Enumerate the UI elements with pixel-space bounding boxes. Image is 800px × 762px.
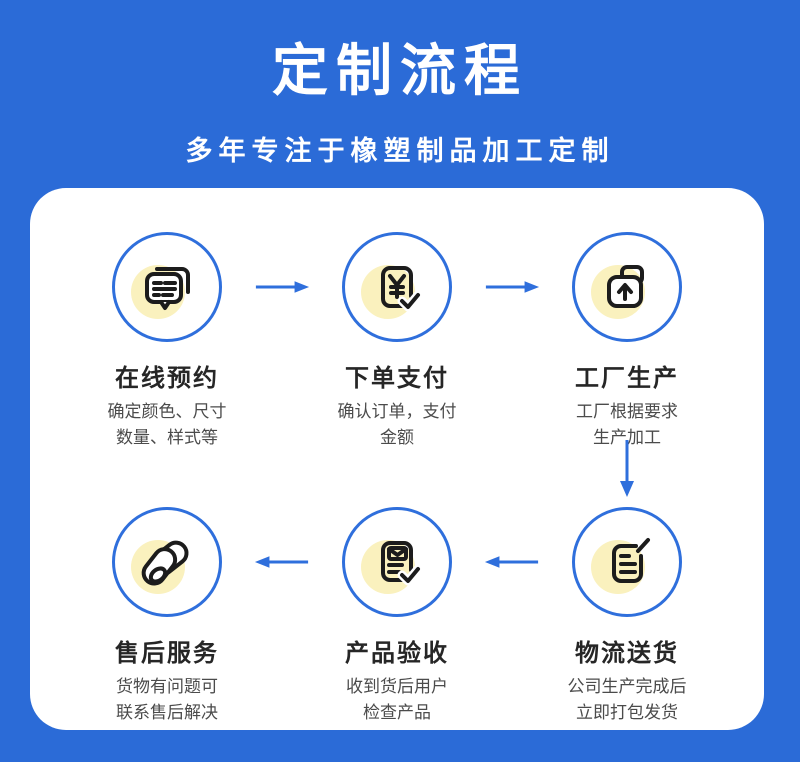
- step-desc-line1: 确认订单，支付: [337, 402, 457, 421]
- process-card: 在线预约 确定颜色、尺寸 数量、样式等 下单支付 确认订单，支付: [30, 188, 764, 730]
- page-title: 定制流程: [272, 39, 528, 102]
- step-logistics-delivery: 物流送货 公司生产完成后 立即打包发货: [542, 507, 712, 726]
- step-desc-line2: 检查产品: [363, 703, 431, 722]
- step-desc-line2: 金额: [380, 428, 414, 447]
- step-circle: [112, 507, 222, 617]
- step-description: 确认订单，支付 金额: [312, 399, 482, 451]
- step-title: 在线预约: [115, 365, 219, 392]
- folder-upload-icon: [607, 265, 644, 308]
- step-product-acceptance: 产品验收 收到货后用户 检查产品: [312, 507, 482, 726]
- step-desc-line2: 生产加工: [593, 428, 661, 447]
- arrow-left-icon: [252, 554, 312, 570]
- step-title: 物流送货: [575, 640, 679, 667]
- step-title: 产品验收: [345, 640, 449, 667]
- header: 定制流程 多年专注于橡塑制品加工定制: [0, 0, 800, 168]
- step-desc-line1: 确定颜色、尺寸: [107, 402, 227, 421]
- step-description: 收到货后用户 检查产品: [312, 674, 482, 726]
- flow-row-bottom: 售后服务 货物有问题可 联系售后解决 产品验收: [30, 507, 764, 726]
- step-desc-line1: 收到货后用户: [346, 677, 448, 696]
- step-desc-line2: 立即打包发货: [576, 703, 678, 722]
- yuan-payment-icon: [381, 266, 423, 312]
- step-desc-line2: 数量、样式等: [116, 428, 218, 447]
- step-circle: [342, 232, 452, 342]
- step-description: 工厂根据要求 生产加工: [542, 399, 712, 451]
- step-order-payment: 下单支付 确认订单，支付 金额: [312, 232, 482, 451]
- yellow-accent: [591, 540, 645, 594]
- arrow-left-icon: [482, 554, 542, 570]
- document-edit-icon: [612, 538, 650, 583]
- document-check-icon: [381, 541, 423, 586]
- step-desc-line1: 公司生产完成后: [567, 677, 687, 696]
- arrow-right-icon: [252, 279, 312, 295]
- step-description: 确定颜色、尺寸 数量、样式等: [82, 399, 252, 451]
- step-title: 工厂生产: [575, 365, 679, 392]
- chat-bubbles-icon: [145, 267, 190, 310]
- step-circle: [572, 507, 682, 617]
- step-title: 下单支付: [345, 365, 449, 392]
- page-subtitle: 多年专注于橡塑制品加工定制: [185, 136, 615, 166]
- step-circle: [112, 232, 222, 342]
- arrow-right-icon: [482, 279, 542, 295]
- step-circle: [572, 232, 682, 342]
- capsule-heart-icon: [141, 540, 189, 586]
- step-desc-line2: 联系售后解决: [116, 703, 218, 722]
- step-description: 公司生产完成后 立即打包发货: [542, 674, 712, 726]
- step-title: 售后服务: [115, 640, 219, 667]
- step-desc-line1: 货物有问题可: [116, 677, 218, 696]
- step-after-sales: 售后服务 货物有问题可 联系售后解决: [82, 507, 252, 726]
- step-online-booking: 在线预约 确定颜色、尺寸 数量、样式等: [82, 232, 252, 451]
- step-desc-line1: 工厂根据要求: [576, 402, 678, 421]
- step-circle: [342, 507, 452, 617]
- arrow-down-icon: [620, 440, 634, 497]
- step-factory-production: 工厂生产 工厂根据要求 生产加工: [542, 232, 712, 451]
- step-description: 货物有问题可 联系售后解决: [82, 674, 252, 726]
- flow-row-top: 在线预约 确定颜色、尺寸 数量、样式等 下单支付 确认订单，支付: [30, 188, 764, 451]
